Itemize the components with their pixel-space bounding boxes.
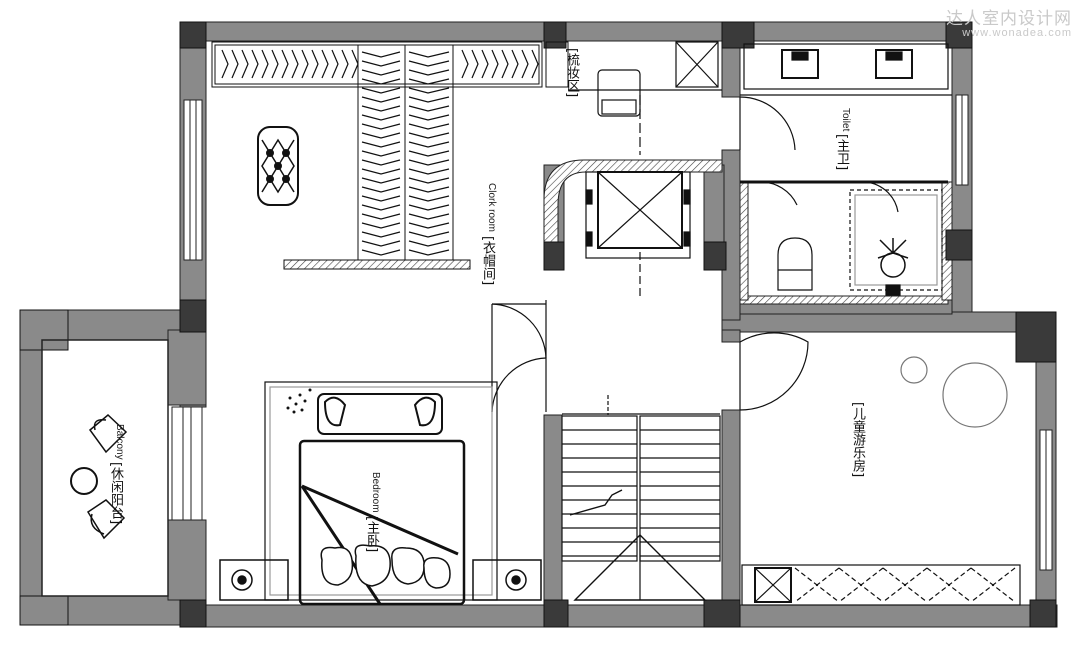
balcony-label: Balcony [休闲阳台]: [106, 424, 125, 524]
curved-shaft-wall: [543, 159, 723, 261]
bedroom-rug: [264, 381, 498, 601]
watermark-url: www.wonadea.com: [962, 27, 1072, 39]
makeup-furniture: [568, 41, 722, 155]
watermark-text: 达人室内设计网: [946, 9, 1072, 29]
kids-furniture: [741, 356, 1021, 606]
kids-room-cn: [儿童游乐房]: [850, 402, 865, 478]
balcony-en: Balcony: [114, 424, 125, 460]
cloakroom-label: Clork room [衣帽间]: [478, 183, 497, 285]
kids-room-label: [儿童游乐房]: [848, 402, 867, 477]
balcony-furniture: [41, 339, 169, 597]
bed: [298, 439, 466, 606]
ottoman: [257, 126, 299, 206]
toilet-cn: [主卫]: [834, 134, 849, 171]
staircase: [561, 395, 721, 601]
makeup-area-cn: [梳妆区]: [564, 48, 579, 98]
toilet-fixtures: [740, 43, 952, 296]
toilet-en: Toilet: [840, 108, 851, 132]
nightstands: [219, 559, 542, 601]
toilet-doors: [739, 96, 899, 213]
cloakroom-en: Clork room: [486, 183, 497, 232]
toilet-hatch-wall: [739, 295, 949, 305]
makeup-area-label: [梳妆区]: [562, 48, 581, 97]
wardrobe-top: [211, 41, 569, 270]
exterior-walls: [19, 21, 1058, 628]
bedroom-cn: [主卧]: [364, 515, 379, 552]
balcony-columns: [19, 309, 69, 626]
bed-pillows: [320, 544, 451, 589]
hanger-column: [361, 51, 450, 256]
cloakroom-cn: [衣帽间]: [480, 235, 495, 286]
balcony-cn: [休闲阳台]: [108, 461, 123, 524]
toilet-hatch-side: [739, 181, 749, 301]
bedroom-label: Bedroom [主卧]: [362, 472, 381, 552]
bedroom-en: Bedroom: [370, 472, 381, 513]
columns: [179, 21, 1057, 628]
elevator: [585, 171, 691, 300]
watermark: 达人室内设计网 www.wonadea.com: [946, 4, 1072, 39]
plant: [286, 388, 312, 414]
windows: [171, 94, 1053, 571]
hanger-row: [221, 49, 539, 79]
toilet-label: Toilet [主卫]: [832, 108, 851, 171]
sofa-bench: [317, 393, 443, 435]
